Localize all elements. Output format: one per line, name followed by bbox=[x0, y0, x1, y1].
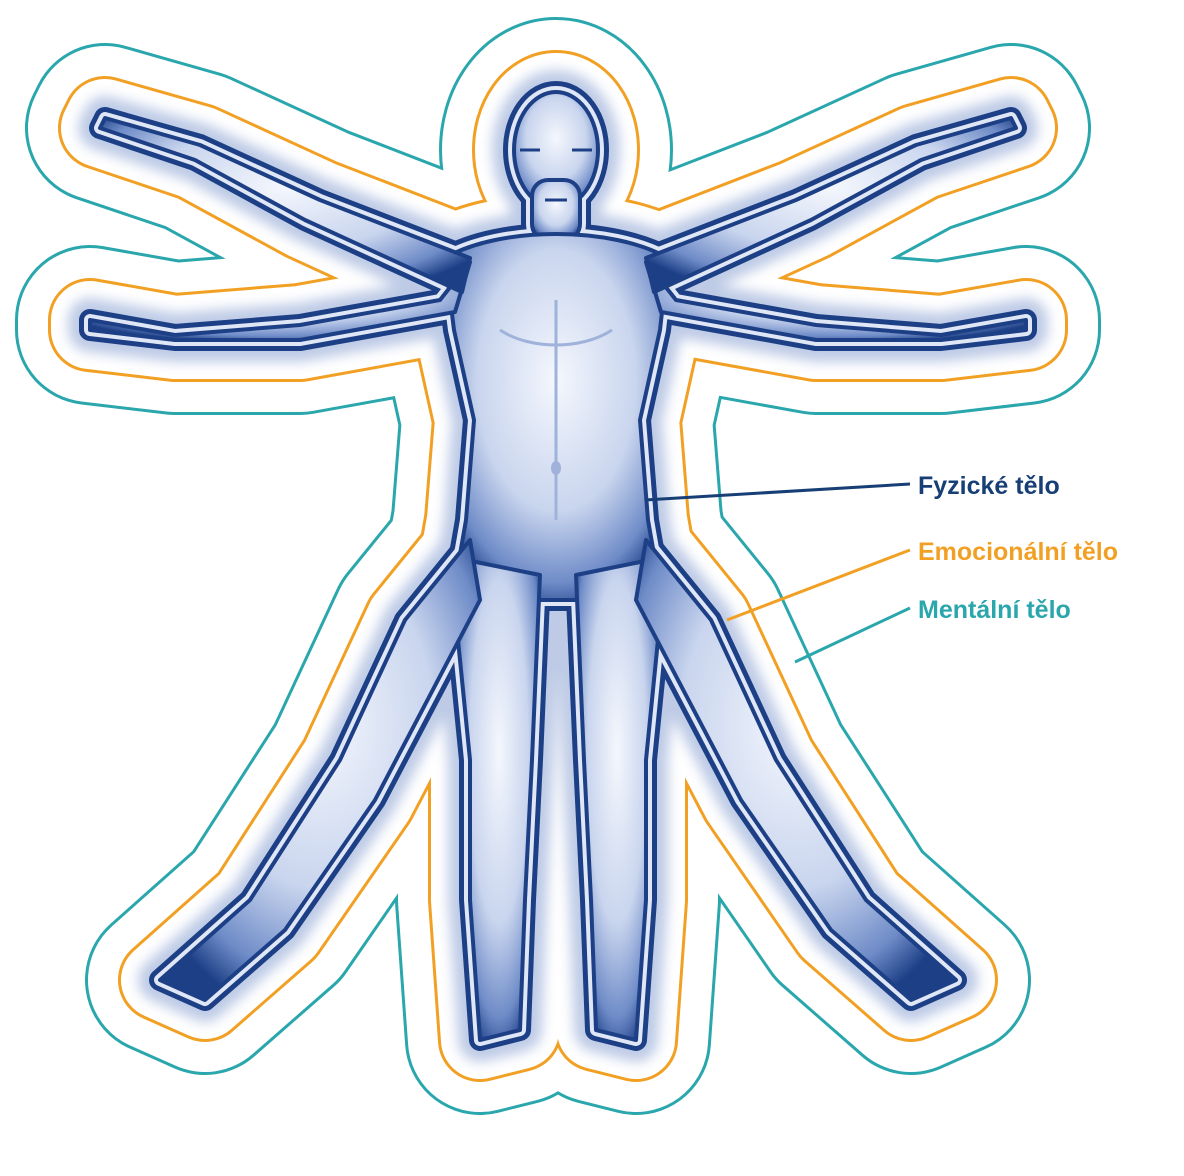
label-mental-body: Mentální tělo bbox=[918, 596, 1071, 625]
label-physical-body: Fyzické tělo bbox=[918, 472, 1060, 501]
mental-leader-line bbox=[795, 608, 910, 662]
label-emotional-body: Emocionální tělo bbox=[918, 538, 1118, 567]
